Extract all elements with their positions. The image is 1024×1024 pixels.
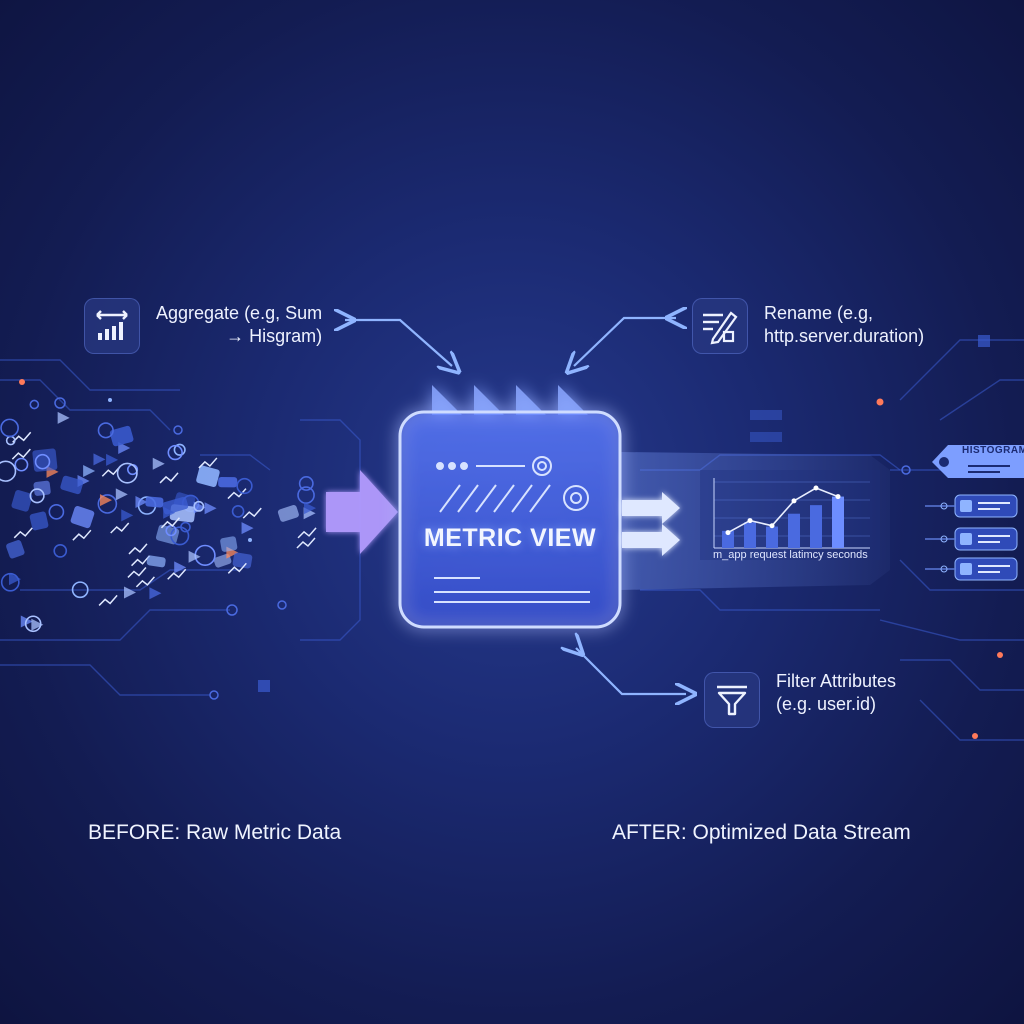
chart-bar bbox=[810, 505, 822, 548]
data-arrow bbox=[153, 458, 165, 470]
edit-pencil-icon bbox=[693, 299, 747, 353]
data-node bbox=[300, 477, 313, 490]
data-node bbox=[1, 419, 18, 436]
filter-label-line2: (e.g. user.id) bbox=[776, 693, 896, 716]
data-sparkline bbox=[243, 508, 261, 518]
data-card bbox=[33, 480, 51, 496]
aggregate-label: Aggregate (e.g, Sum → Hisgram) bbox=[156, 302, 322, 348]
data-arrow bbox=[116, 488, 128, 500]
rename-label-line1: Rename (e.g, bbox=[764, 302, 924, 325]
data-arrow bbox=[106, 454, 118, 466]
data-node bbox=[15, 458, 27, 470]
metric-view-title: METRIC VIEW bbox=[400, 524, 620, 553]
funnel-icon bbox=[705, 673, 759, 727]
data-arrow bbox=[121, 509, 133, 521]
bar-chart-icon bbox=[85, 299, 139, 353]
data-node bbox=[49, 505, 63, 519]
data-card bbox=[11, 489, 33, 512]
chart-point bbox=[726, 530, 731, 535]
rename-label-line2: http.server.duration) bbox=[764, 325, 924, 348]
data-node bbox=[54, 545, 66, 557]
data-sparkline bbox=[128, 567, 146, 577]
data-arrow bbox=[93, 453, 105, 465]
data-arrow bbox=[83, 465, 95, 477]
aggregate-label-line2: → Hisgram) bbox=[156, 325, 322, 348]
chart-point bbox=[836, 494, 841, 499]
data-card bbox=[277, 504, 300, 522]
chart-bar bbox=[766, 527, 778, 548]
aggregate-icon-box bbox=[84, 298, 140, 354]
data-arrow bbox=[31, 619, 43, 631]
data-sparkline bbox=[298, 528, 316, 538]
aggregate-label-line1: Aggregate (e.g, Sum bbox=[156, 302, 322, 325]
data-arrow bbox=[58, 412, 70, 424]
chart-point bbox=[770, 523, 775, 528]
rename-icon-box bbox=[692, 298, 748, 354]
data-card bbox=[220, 536, 238, 552]
data-arrow bbox=[149, 587, 161, 599]
rename-label: Rename (e.g, http.server.duration) bbox=[764, 302, 924, 348]
data-card bbox=[70, 505, 95, 529]
raw-data-cloud bbox=[0, 400, 316, 631]
data-sparkline bbox=[99, 595, 117, 605]
chart-bar bbox=[832, 497, 844, 548]
data-sparkline bbox=[297, 538, 315, 548]
filter-label-line1: Filter Attributes bbox=[776, 670, 896, 693]
data-sparkline bbox=[129, 544, 147, 554]
data-arrow bbox=[242, 522, 254, 534]
data-node bbox=[98, 423, 113, 438]
data-node bbox=[0, 461, 15, 481]
chart-point bbox=[814, 486, 819, 491]
chart-caption: m_app request latimcy seconds bbox=[713, 549, 868, 561]
histogram-tag-label: HISTOGRAM bbox=[962, 445, 1024, 456]
output-records bbox=[925, 495, 1017, 580]
data-sparkline bbox=[111, 523, 129, 533]
data-card bbox=[145, 496, 164, 508]
metric-view-block bbox=[400, 385, 620, 627]
data-sparkline bbox=[12, 449, 30, 459]
data-node bbox=[30, 400, 38, 408]
data-arrow bbox=[205, 502, 217, 514]
data-arrow bbox=[124, 586, 136, 598]
chart-point bbox=[748, 518, 753, 523]
data-sparkline bbox=[73, 530, 91, 540]
data-sparkline bbox=[14, 528, 32, 538]
data-node bbox=[233, 506, 244, 517]
output-chart bbox=[700, 470, 880, 560]
data-sparkline bbox=[132, 556, 150, 566]
input-arrow bbox=[326, 470, 398, 554]
data-sparkline bbox=[160, 473, 178, 483]
filter-icon-box bbox=[704, 672, 760, 728]
data-card bbox=[218, 477, 237, 487]
data-card bbox=[146, 555, 166, 568]
chart-point bbox=[792, 498, 797, 503]
data-arrow bbox=[189, 551, 201, 563]
data-node bbox=[118, 463, 137, 482]
before-caption: BEFORE: Raw Metric Data bbox=[88, 821, 341, 845]
after-caption: AFTER: Optimized Data Stream bbox=[612, 821, 911, 845]
chart-bar bbox=[744, 522, 756, 548]
data-node bbox=[195, 545, 215, 565]
data-card bbox=[232, 552, 253, 569]
data-card bbox=[5, 539, 25, 559]
chart-bar bbox=[788, 514, 800, 548]
filter-label: Filter Attributes (e.g. user.id) bbox=[776, 670, 896, 716]
